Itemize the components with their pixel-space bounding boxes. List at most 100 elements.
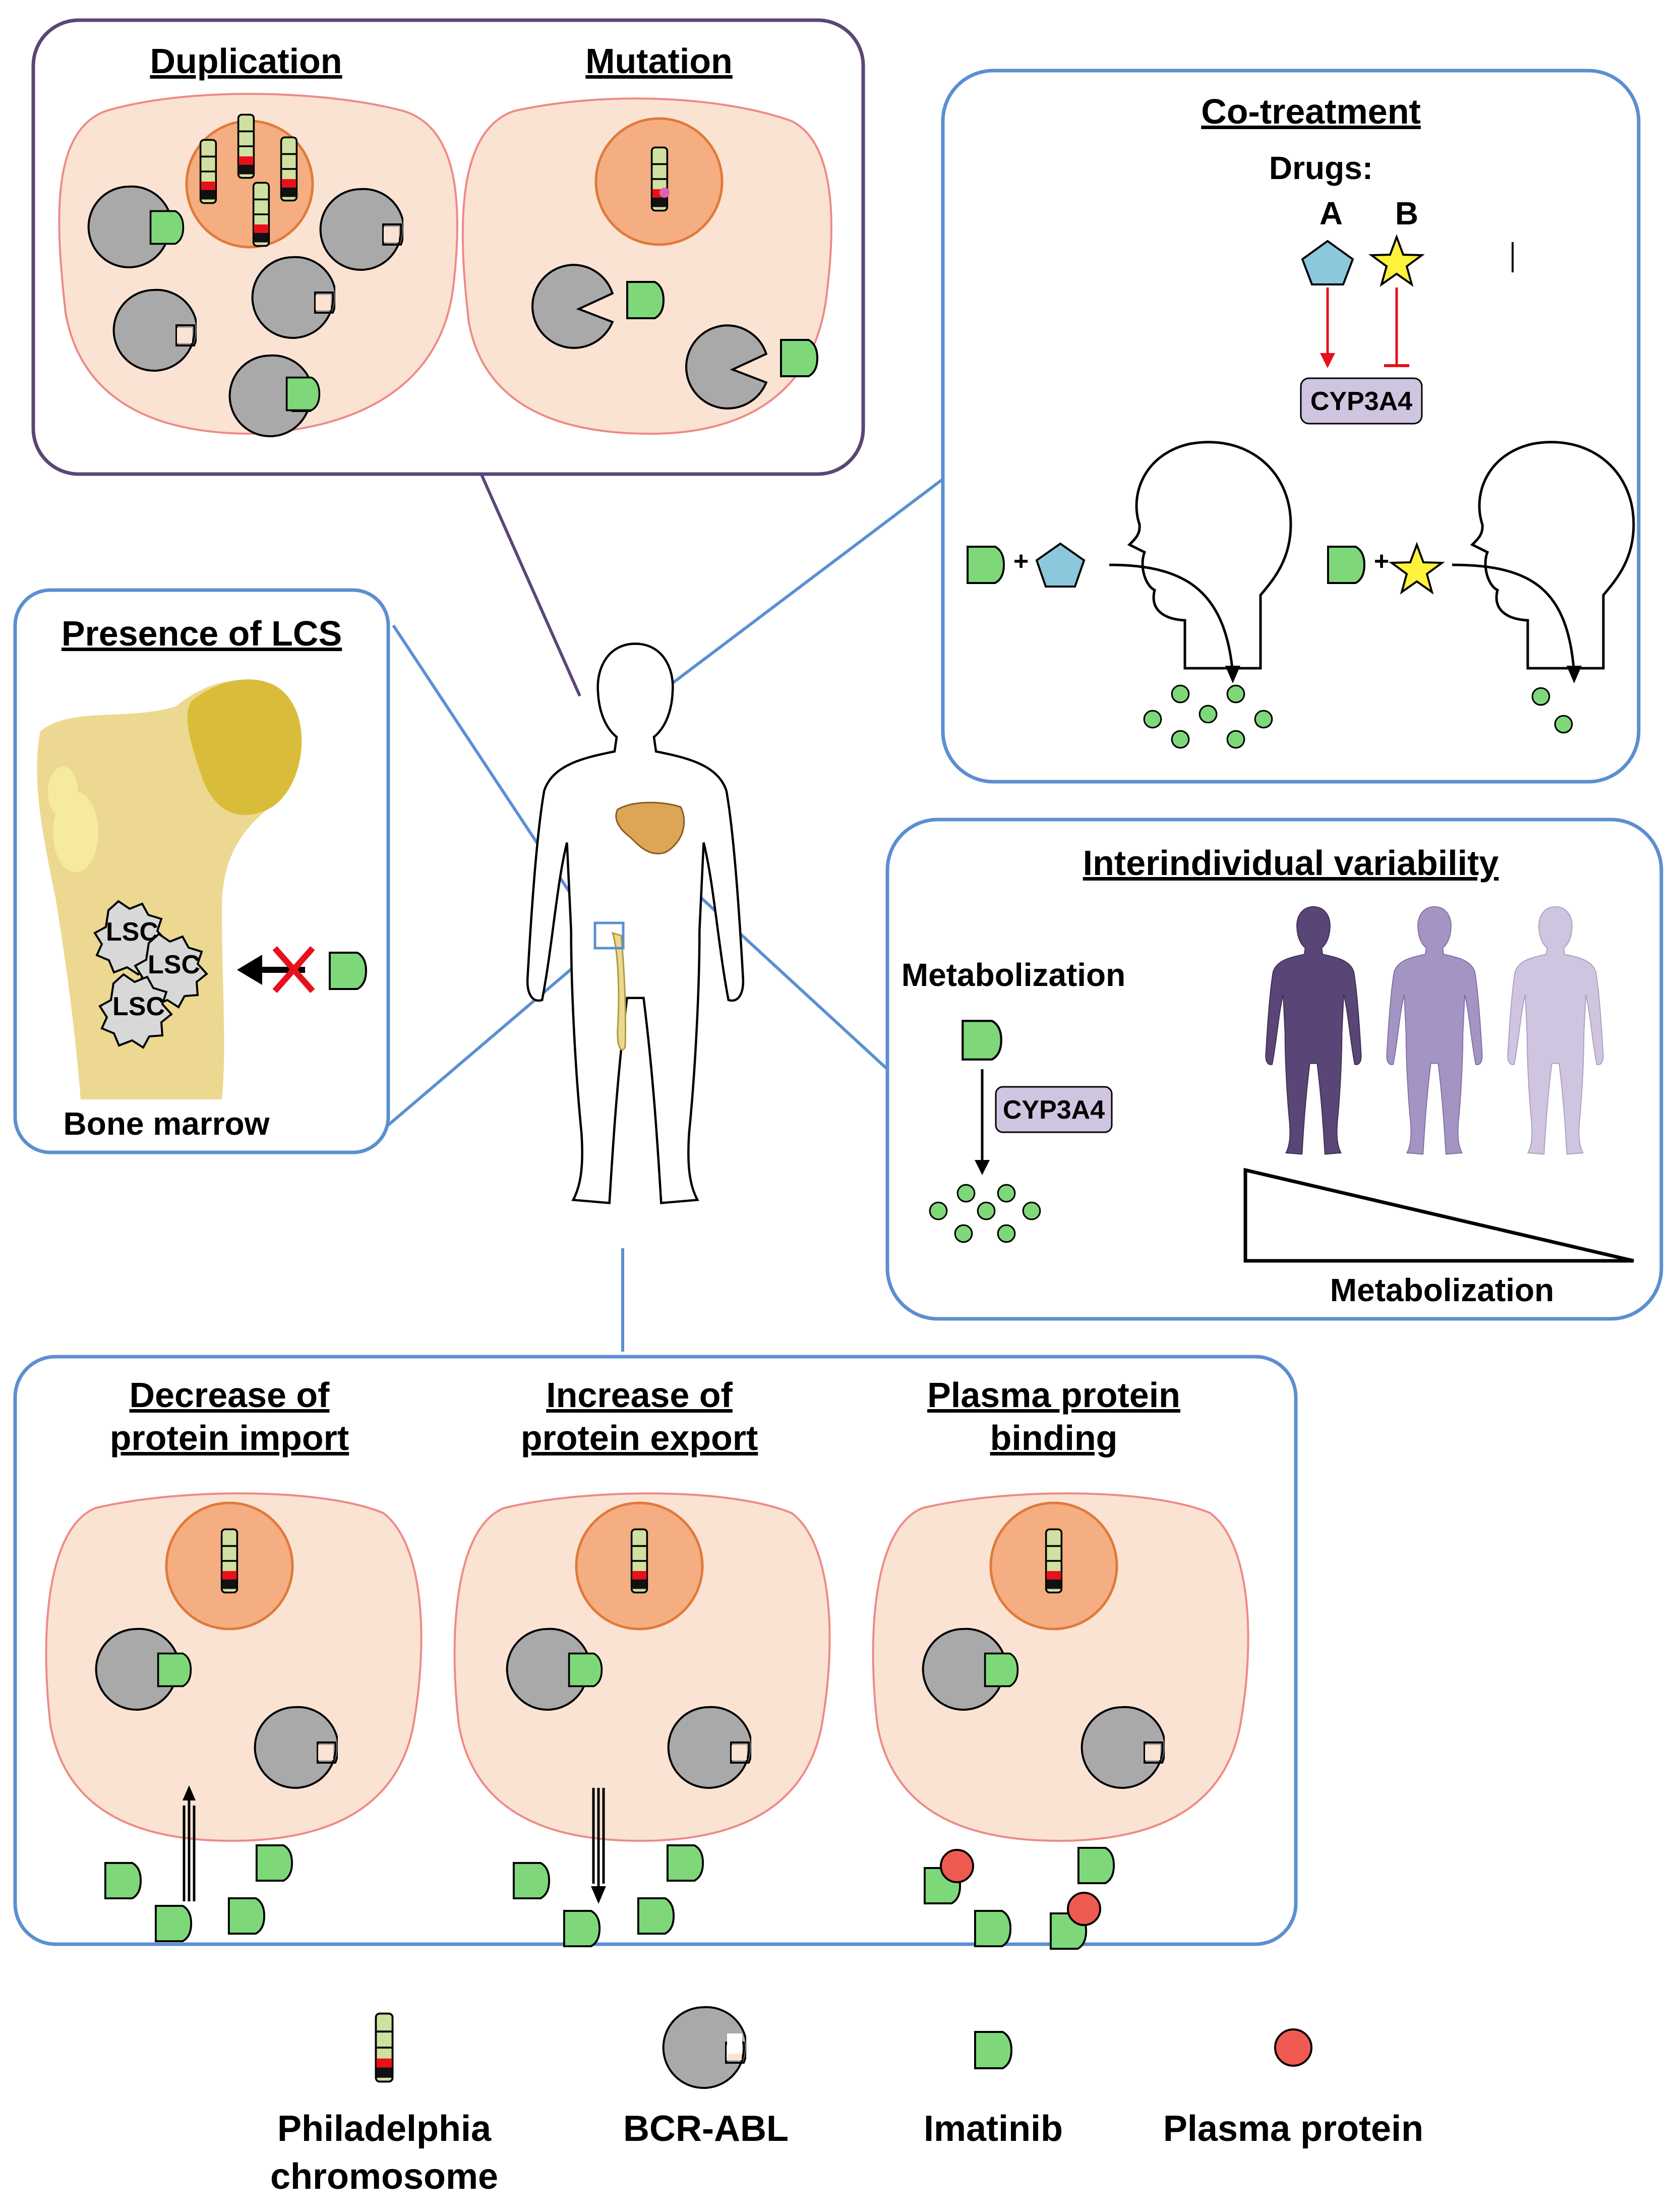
bone-marrow-label: Bone marrow (64, 1105, 270, 1142)
connector-cotreatment (654, 478, 944, 697)
plasma-protein (1067, 1892, 1101, 1926)
export-title-line1: Increase of (546, 1375, 733, 1415)
mutated-philadelphia-chromosome (650, 146, 669, 212)
binding-cell (872, 1492, 1249, 1950)
legend-plasma-protein-icon (1274, 2028, 1312, 2067)
metabolite (1143, 710, 1162, 729)
imatinib-bound (984, 1652, 1019, 1687)
femoral-head (187, 679, 302, 816)
metabolism-arrowhead (975, 1160, 990, 1175)
import-arrowhead (183, 1785, 196, 1800)
bone-femur (37, 679, 302, 1099)
export-arrowhead (591, 1886, 606, 1904)
binding-title-line2: binding (990, 1418, 1118, 1458)
export-cell (453, 1492, 831, 1948)
imatinib-extracellular (104, 1861, 142, 1900)
drug-a-pentagon (1301, 240, 1354, 285)
lsc-cluster: LSC LSC LSC (93, 900, 208, 1049)
femur-icon (611, 932, 627, 1051)
plus-sign: + (1374, 547, 1389, 576)
philadelphia-chromosome (1045, 1528, 1063, 1594)
philadelphia-chromosome (237, 113, 255, 179)
metabolite (1554, 715, 1573, 734)
imatinib-extracellular (227, 1897, 266, 1935)
cyp3a4-enzyme-box (995, 1086, 1113, 1133)
metabolite (1171, 730, 1190, 749)
cyp3a4-label: CYP3A4 (1003, 1095, 1105, 1125)
philadelphia-chromosome (199, 139, 217, 204)
panel-interindividual-variability: Interindividual variability Metabolizati… (885, 818, 1663, 1321)
panel-lcs: Presence of LCS LSC LSC LSC Bone marrow (13, 588, 390, 1154)
panel-frame (885, 818, 1663, 1321)
drug-a-pentagon (1035, 542, 1086, 588)
imatinib-extracellular (255, 1844, 293, 1882)
metabolite (1198, 705, 1218, 724)
philadelphia-chromosome (630, 1528, 648, 1594)
metabolite (1531, 687, 1550, 706)
philadelphia-chromosome (280, 136, 298, 202)
metabolite (1226, 730, 1245, 749)
lsc-label: LSC (148, 950, 200, 979)
imatinib-extracellular (154, 1904, 193, 1943)
imatinib (963, 1021, 1001, 1060)
zoom-box (593, 921, 625, 950)
imatinib-excluded (329, 952, 367, 990)
legend-bcr-abl-notch (727, 2033, 742, 2054)
legend-imatinib-icon (974, 2031, 1012, 2069)
block-x-mark (272, 946, 315, 993)
central-body (527, 644, 743, 1203)
liver-icon (615, 801, 685, 855)
mutation-cell (461, 97, 832, 435)
head-with-drug-a: + (967, 441, 1292, 749)
metabolite (977, 1201, 996, 1220)
connector-duplication (477, 468, 581, 697)
lcs-title: Presence of LCS (62, 614, 342, 653)
imatinib-free (974, 1909, 1012, 1948)
imatinib-unbound (626, 281, 665, 319)
panel-cotreatment: Co-treatment Drugs: A B CYP3A4 + (941, 69, 1641, 784)
legend-plasma-protein-label: Plasma protein (1163, 2109, 1423, 2149)
legend-philadelphia-line2: chromosome (270, 2157, 498, 2197)
panel-transport-binding: Decrease of protein import Increase of p… (13, 1355, 1298, 1950)
mutation-mark (659, 188, 670, 198)
bone-highlight (48, 767, 78, 817)
philadelphia-chromosome (252, 182, 270, 247)
metabolite (997, 1184, 1016, 1203)
philadelphia-chromosome (220, 1528, 238, 1594)
import-cell (45, 1492, 423, 1943)
panel-frame (941, 69, 1641, 784)
drug-b-label: B (1395, 195, 1418, 231)
plasma-protein (940, 1849, 974, 1883)
imatinib-extracellular (512, 1861, 551, 1900)
metabolite (956, 1184, 976, 1203)
connector-lcs-bottom (385, 952, 591, 1129)
imatinib-dose (967, 546, 1005, 584)
panel-duplication-mutation: Duplication Mutation (31, 18, 865, 476)
metabolite (954, 1224, 973, 1243)
legend-philadelphia-line1: Philadelphia (277, 2109, 492, 2149)
plus-sign: + (1013, 547, 1029, 576)
duplication-title: Duplication (150, 41, 342, 81)
drug-a-arrowhead (1320, 353, 1335, 368)
import-title-line2: protein import (110, 1418, 349, 1458)
imatinib-extracellular (637, 1897, 675, 1935)
import-title-line1: Decrease of (130, 1375, 330, 1415)
imatinib-bound (285, 376, 321, 412)
drug-b-star (1389, 542, 1445, 595)
legend-bcr-abl-label: BCR-ABL (623, 2109, 789, 2149)
imatinib-free (1077, 1846, 1115, 1885)
drug-a-label: A (1320, 195, 1343, 231)
metabolite (1226, 684, 1245, 704)
legend-philadelphia-chromosome-icon (375, 2012, 394, 2083)
drugs-label: Drugs: (1269, 150, 1373, 186)
metabolite (1022, 1201, 1041, 1220)
metabolization-axis-label: Metabolization (1330, 1272, 1554, 1308)
cyp3a4-label: CYP3A4 (1310, 387, 1412, 416)
metabolization-label: Metabolization (902, 957, 1125, 993)
export-title-line2: protein export (521, 1418, 758, 1458)
imatinib-extracellular (666, 1844, 704, 1882)
cyp3a4-enzyme-box (1300, 377, 1423, 425)
drug-b-star (1368, 234, 1425, 287)
human-body-outline (527, 644, 743, 1203)
